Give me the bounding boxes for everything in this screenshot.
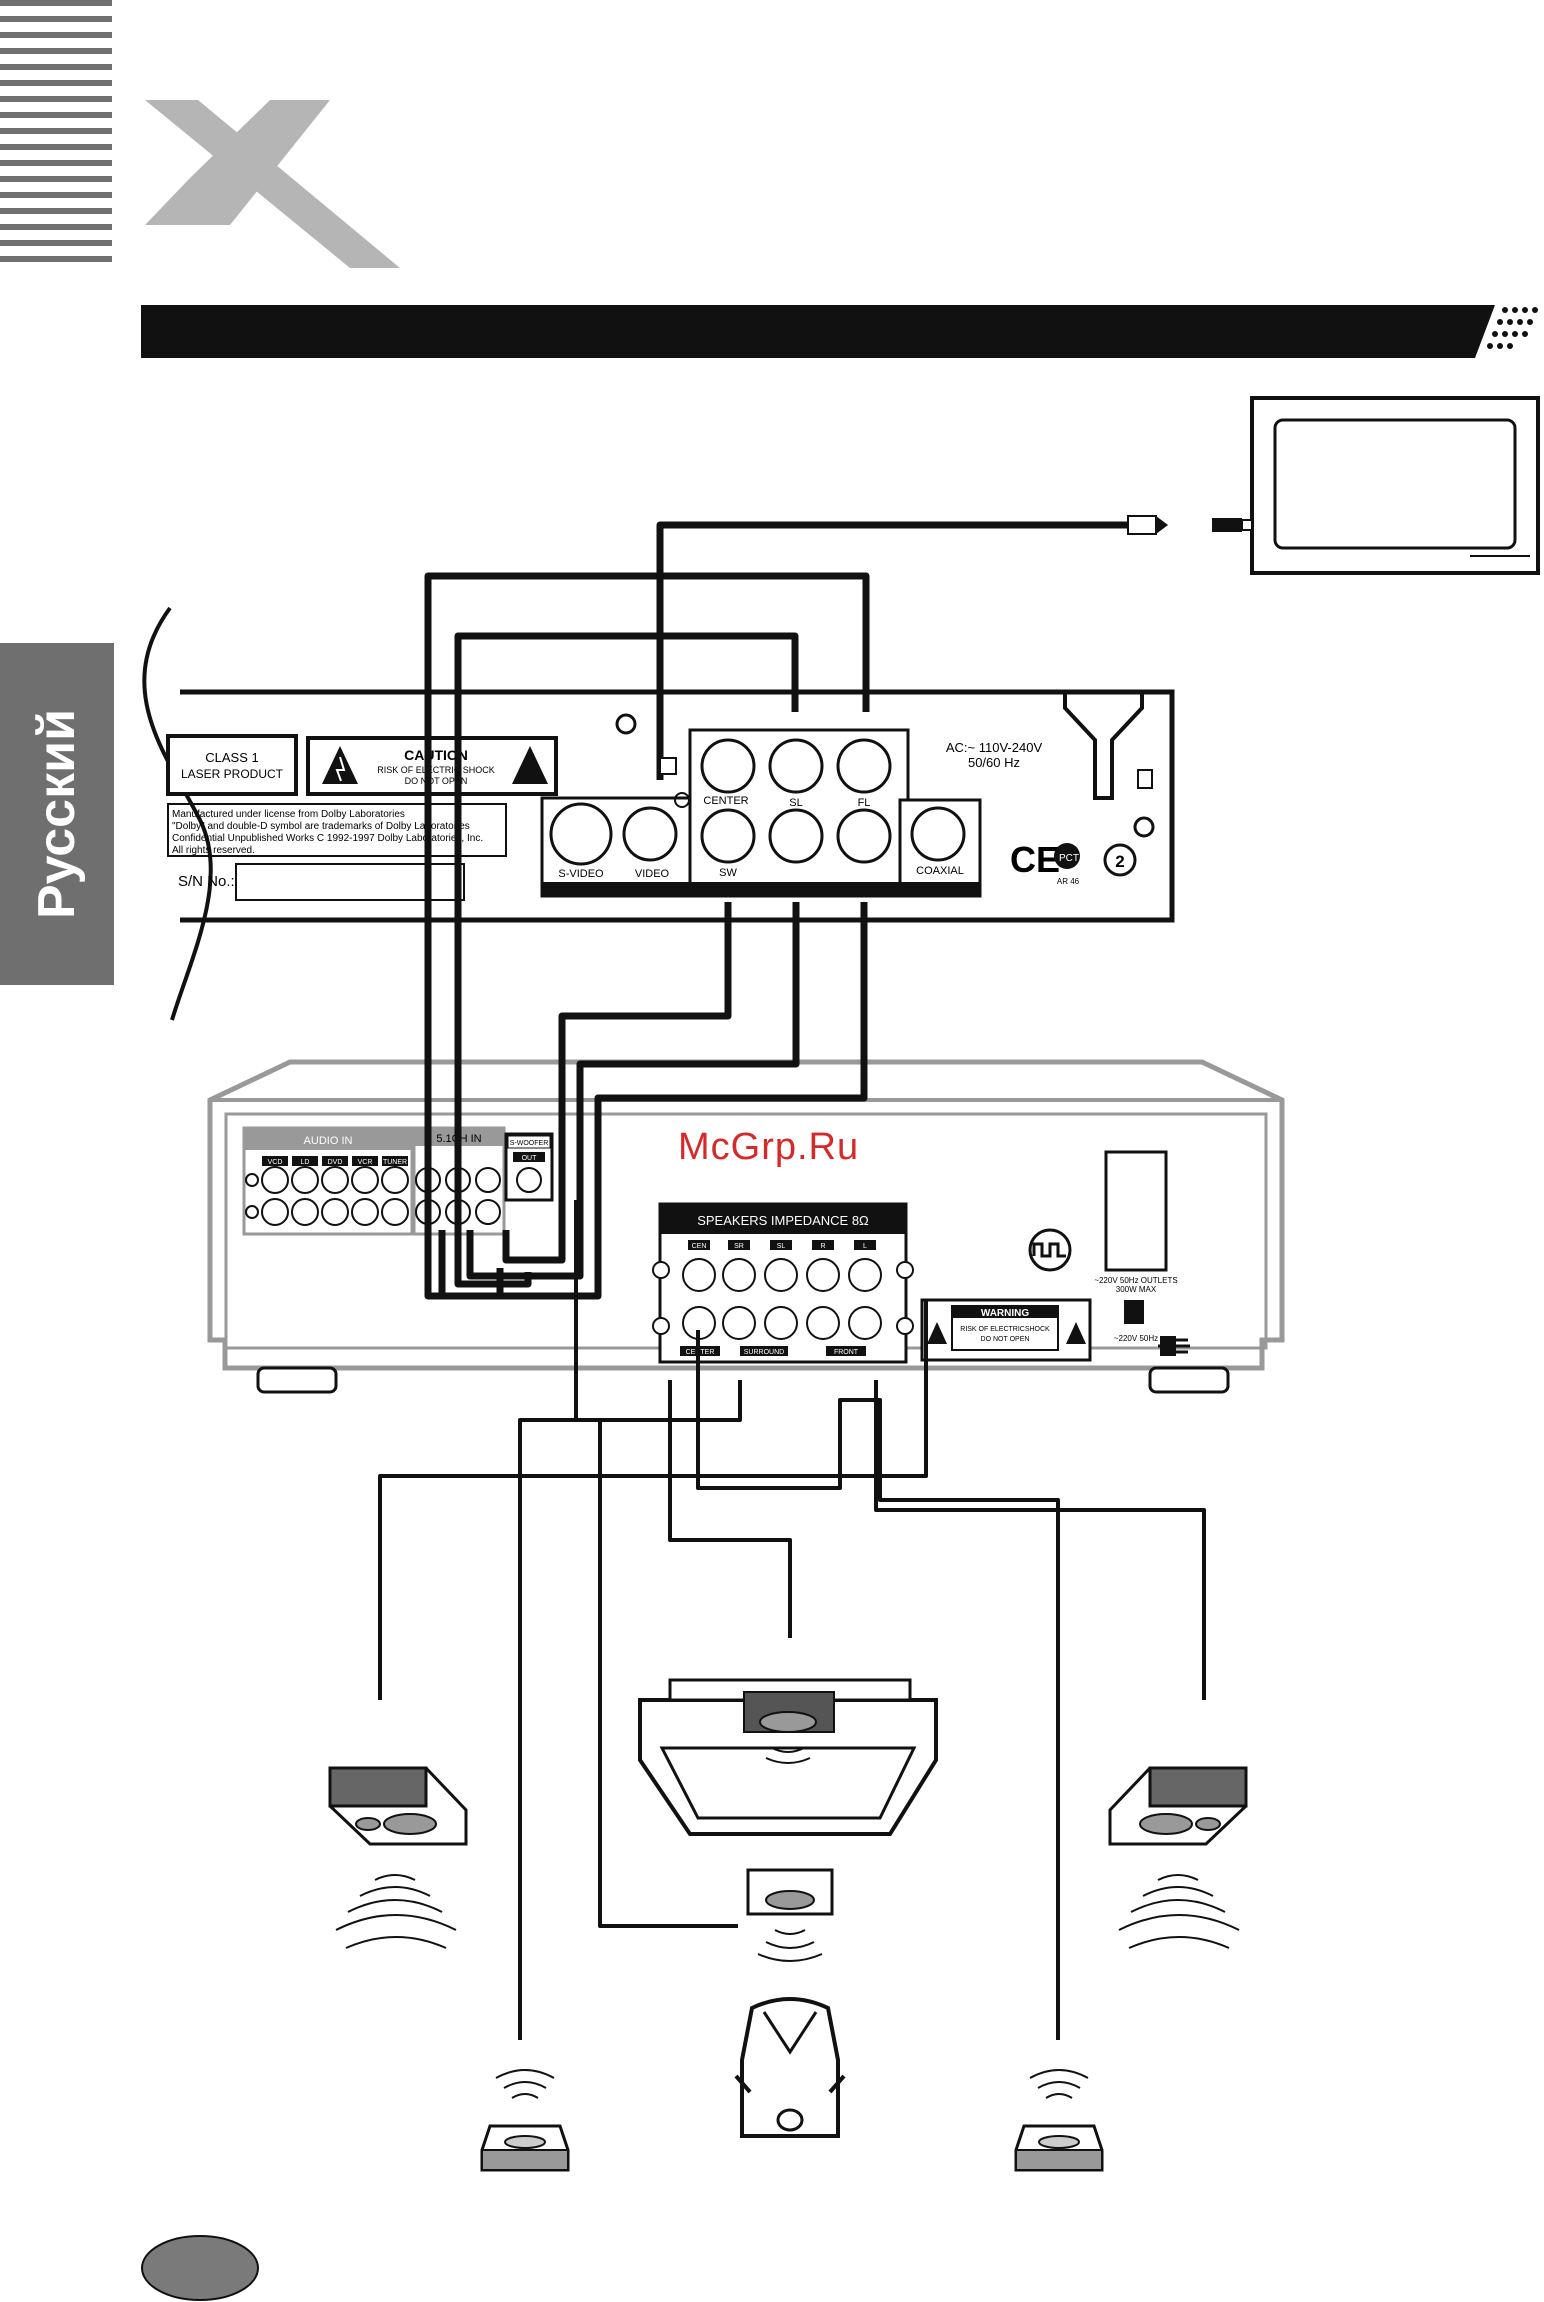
speaker-channel-tags: CEN SR SL R L bbox=[688, 1240, 876, 1250]
dvd-power-line2: 50/60 Hz bbox=[968, 755, 1020, 770]
amp-power-in: ~220V 50Hz bbox=[1114, 1334, 1158, 1343]
title-bar bbox=[141, 305, 1538, 358]
channel-sl: SL bbox=[777, 1243, 786, 1250]
subwoofer-icon bbox=[746, 1868, 834, 1962]
pct-mark: PCT bbox=[1059, 853, 1079, 864]
audio-in-label: AUDIO IN bbox=[304, 1135, 353, 1147]
sw-label: SW bbox=[719, 867, 737, 879]
ce-icon: CE bbox=[1010, 839, 1060, 880]
audio-in-labels: VCD LD DVD VCR TUNER bbox=[262, 1156, 408, 1166]
dvd-power-line1: AC:~ 110V-240V bbox=[946, 740, 1043, 755]
class-label-line2: LASER PRODUCT bbox=[181, 767, 284, 781]
channel-r: R bbox=[820, 1243, 825, 1250]
center-speaker-tv-icon bbox=[638, 1678, 938, 1836]
ar-code: AR 46 bbox=[1057, 877, 1080, 886]
tv-cable-connector bbox=[659, 515, 1253, 775]
dolby-line2: "Dolby" and double-D symbol are trademar… bbox=[172, 821, 470, 832]
header-stripes bbox=[0, 0, 112, 262]
region-icon bbox=[1103, 843, 1137, 877]
input-dvd: DVD bbox=[328, 1159, 343, 1166]
cables bbox=[378, 521, 1206, 2040]
amp-power-line1: ~220V 50Hz OUTLETS bbox=[1094, 1276, 1177, 1285]
x-logo-icon bbox=[145, 100, 400, 268]
fl-label: FL bbox=[858, 797, 871, 809]
amplifier-rear: AUDIO IN VCD LD DVD VCR TUNER 5.1CH IN S… bbox=[207, 1059, 1285, 1394]
input-tuner: TUNER bbox=[383, 1159, 407, 1166]
page-number-oval-icon bbox=[141, 2235, 259, 2301]
warning-title: WARNING bbox=[981, 1308, 1030, 1319]
language-tab: Русский bbox=[0, 643, 114, 985]
speakers-label: SPEAKERS IMPEDANCE 8Ω bbox=[697, 1213, 869, 1228]
plug-icon bbox=[1158, 1336, 1190, 1356]
channel-l: L bbox=[863, 1243, 867, 1250]
video-label: VIDEO bbox=[635, 868, 670, 880]
caution-title: CAUTION bbox=[404, 747, 468, 763]
amp-power-line2: 300W MAX bbox=[1116, 1285, 1157, 1294]
dolby-line3: Confidential Unpublished Works C 1992-19… bbox=[172, 833, 483, 844]
channel-cen: CEN bbox=[692, 1243, 707, 1250]
tv-icon bbox=[1250, 396, 1540, 575]
input-vcd: VCD bbox=[268, 1159, 283, 1166]
center-label: CENTER bbox=[703, 795, 748, 807]
svideo-label: S-VIDEO bbox=[558, 868, 604, 880]
serial-label: S/N No.: bbox=[178, 873, 235, 890]
speaker-icon bbox=[480, 2069, 570, 2172]
front-group: FRONT bbox=[834, 1349, 859, 1356]
speaker-icon bbox=[1108, 1766, 1248, 1949]
caution-line1: RISK OF ELECTRIC SHOCK bbox=[377, 765, 495, 775]
surround-group: SURROUND bbox=[744, 1349, 784, 1356]
sl-label: SL bbox=[789, 797, 802, 809]
speaker-icon bbox=[1014, 2069, 1104, 2172]
region-code: 2 bbox=[1115, 852, 1124, 871]
warning-line2: DO NOT OPEN bbox=[981, 1336, 1030, 1343]
subwoofer-label: S-WOOFER bbox=[510, 1140, 549, 1147]
listener-icon bbox=[734, 1997, 846, 2138]
dolby-line4: All rights reserved. bbox=[172, 845, 255, 856]
dolby-line1: Manufactured under license from Dolby La… bbox=[172, 809, 405, 820]
class-label-line1: CLASS 1 bbox=[205, 750, 258, 765]
input-vcr: VCR bbox=[358, 1159, 373, 1166]
caution-line2: DO NOT OPEN bbox=[405, 776, 468, 786]
warning-triangle-icon bbox=[322, 746, 548, 784]
input-ld: LD bbox=[301, 1159, 310, 1166]
watermark: McGrp.Ru bbox=[678, 1126, 860, 1168]
warning-line1: RISK OF ELECTRICSHOCK bbox=[960, 1326, 1050, 1333]
pct-icon bbox=[1054, 843, 1080, 869]
out-label: OUT bbox=[522, 1155, 538, 1162]
speaker-icon bbox=[328, 1766, 468, 1949]
coaxial-label: COAXIAL bbox=[916, 865, 964, 877]
channel-sr: SR bbox=[734, 1243, 744, 1250]
